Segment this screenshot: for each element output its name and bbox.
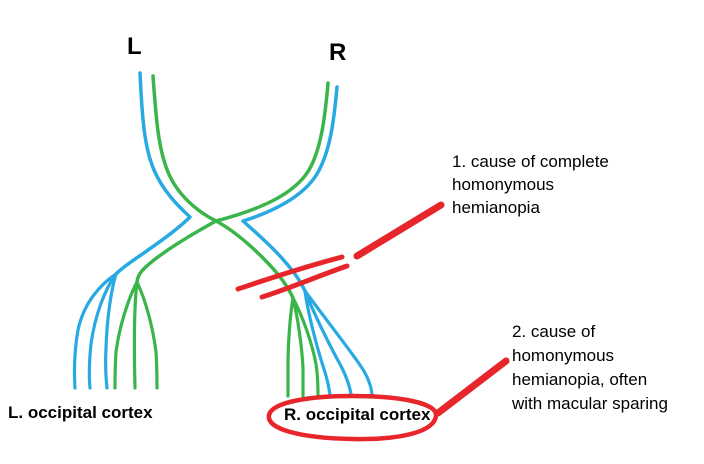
left-eye-uncrossed-fiber: [114, 71, 192, 276]
annotation-line: 1. cause of complete: [452, 152, 609, 171]
left-eye-crossed-fiber: [151, 74, 295, 300]
annotation-1-text: 1. cause of complete homonymous hemianop…: [452, 150, 609, 219]
annotation-line: hemianopia, often: [512, 370, 648, 389]
left-radiation-green-fiber-1: [113, 280, 139, 390]
left-radiation-blue-fiber-3: [103, 272, 118, 390]
annotation-line: with macular sparing: [512, 394, 668, 413]
left-radiation-green-fiber-3: [135, 280, 159, 390]
right-radiation-green-fiber-1: [286, 296, 295, 398]
left-radiation-blue-fiber-1: [72, 272, 118, 390]
lesion-mark-upper: [235, 254, 345, 292]
right-radiation-blue-fiber-2: [303, 289, 353, 397]
annotation-2-pointer-line: [434, 357, 510, 417]
right-eye-uncrossed-fiber: [241, 85, 339, 293]
right-occipital-cortex-label: R. occipital cortex: [284, 405, 431, 424]
left-occipital-cortex-label: L. occipital cortex: [8, 403, 153, 422]
lesion-mark-lower: [259, 263, 350, 300]
left-eye-label: L: [127, 33, 142, 60]
right-radiation-green-fiber-2: [291, 296, 305, 398]
annotation-1-pointer-line: [353, 201, 445, 260]
left-radiation-green-fiber-2: [132, 280, 139, 390]
optic-pathways: [72, 71, 374, 398]
right-eye-crossed-fiber: [135, 81, 330, 284]
right-radiation-blue-fiber-3: [303, 289, 374, 396]
annotation-marks: [235, 201, 510, 442]
right-radiation-green-fiber-3: [291, 296, 320, 398]
red-oval-highlight: [266, 393, 439, 442]
annotation-line: 2. cause of: [512, 322, 596, 341]
left-radiation-blue-fiber-2: [87, 272, 118, 390]
annotation-line: homonymous: [512, 346, 615, 365]
right-radiation-blue-fiber-1: [303, 289, 332, 397]
annotation-line: hemianopia: [452, 198, 540, 217]
annotation-2-text: 2. cause of homonymous hemianopia, often…: [512, 320, 668, 416]
right-eye-label: R: [329, 39, 347, 66]
annotation-line: homonymous: [452, 175, 555, 194]
